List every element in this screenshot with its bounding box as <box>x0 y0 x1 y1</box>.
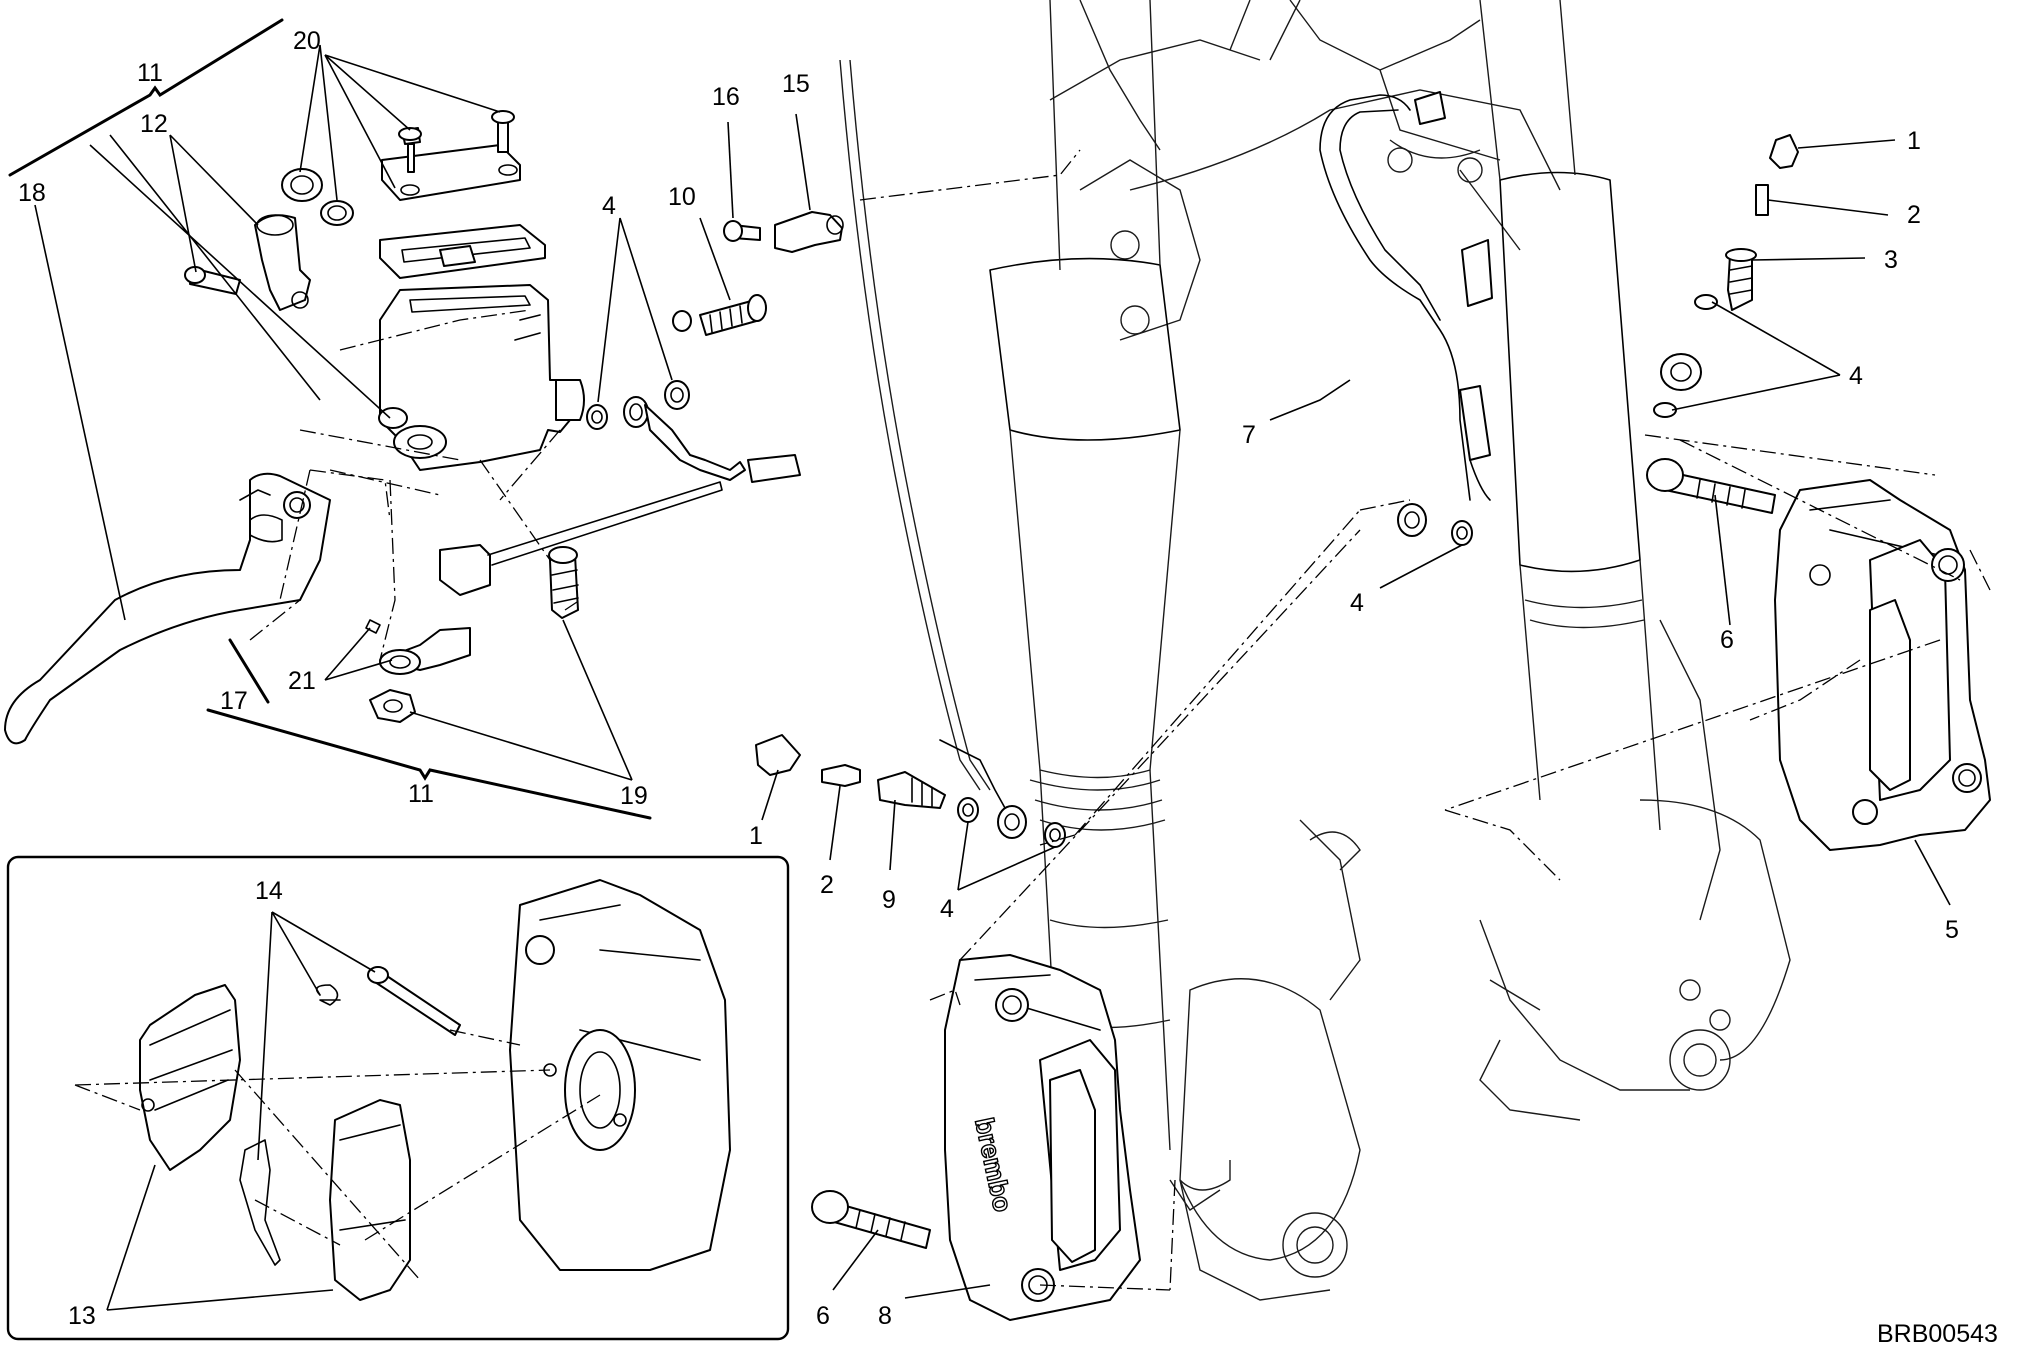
bleed-cap-1-left <box>755 734 801 776</box>
fork-assembly-background <box>839 0 1791 1301</box>
master-cylinder-body <box>379 284 571 471</box>
callout-11-bottom: 11 <box>408 780 434 808</box>
callout-3: 3 <box>1884 246 1898 274</box>
callout-14: 14 <box>255 877 283 905</box>
left-caliper-small-parts <box>723 211 1066 848</box>
assembly-axes <box>74 149 1991 1291</box>
handlebar-clamp <box>254 214 311 311</box>
callout-19: 19 <box>620 782 648 810</box>
brake-pad-left <box>1049 1069 1096 1263</box>
callout-1-right: 1 <box>1907 127 1921 155</box>
pad-spring <box>239 1139 281 1266</box>
seal-20-cup <box>281 168 323 202</box>
leader-lines <box>34 44 1951 1311</box>
callout-4-right: 4 <box>1849 362 1863 390</box>
callout-18: 18 <box>18 179 46 207</box>
seal-20-ring <box>320 200 354 226</box>
callout-4-bottom: 4 <box>940 895 954 923</box>
brake-pad-inset-left <box>139 984 241 1171</box>
callout-16: 16 <box>712 83 740 111</box>
callout-2-right: 2 <box>1907 201 1921 229</box>
brake-hose-7 <box>1319 91 1493 501</box>
figure-code: BRB00543 <box>1877 1320 1998 1348</box>
bracket-11-top <box>8 18 284 177</box>
pad-detail-inset <box>139 879 731 1301</box>
callout-8: 8 <box>878 1302 892 1330</box>
brake-pad-right <box>1869 599 1911 791</box>
callout-labels: 11 20 12 18 4 10 16 15 17 21 11 19 1 2 9… <box>18 27 1959 1330</box>
brake-lever <box>4 472 331 745</box>
brake-pad-inset-right <box>329 1099 411 1301</box>
bracket-11-bottom <box>206 708 652 820</box>
callout-17: 17 <box>220 687 248 715</box>
callout-4-top: 4 <box>602 192 616 220</box>
brake-light-switch <box>439 544 491 596</box>
hose-guide-15 <box>774 211 843 253</box>
callout-6-right: 6 <box>1720 626 1734 654</box>
callout-6-left: 6 <box>816 1302 830 1330</box>
callout-10: 10 <box>668 183 696 211</box>
callout-15: 15 <box>782 70 810 98</box>
callout-7: 7 <box>1242 421 1256 449</box>
callout-13: 13 <box>68 1302 96 1330</box>
callout-11-top: 11 <box>137 59 163 87</box>
nut-19 <box>369 689 416 723</box>
master-cylinder-group <box>4 18 801 820</box>
callout-20: 20 <box>293 27 321 55</box>
brake-caliper-5 <box>1646 458 1991 851</box>
brake-caliper-8: brembo <box>811 954 1141 1321</box>
callout-1-left: 1 <box>749 822 763 850</box>
callout-12: 12 <box>140 110 168 138</box>
callout-5: 5 <box>1945 916 1959 944</box>
bracket-17 <box>228 638 270 704</box>
right-caliper-small-parts <box>1397 134 1799 546</box>
callout-9: 9 <box>882 886 896 914</box>
bleed-valve-2-right <box>1755 184 1769 216</box>
bleed-valve-2-left <box>821 764 861 787</box>
callout-2-left: 2 <box>820 871 834 899</box>
callout-4-mid: 4 <box>1350 589 1364 617</box>
callout-21: 21 <box>288 667 316 695</box>
bleed-cap-1-right <box>1769 134 1799 169</box>
